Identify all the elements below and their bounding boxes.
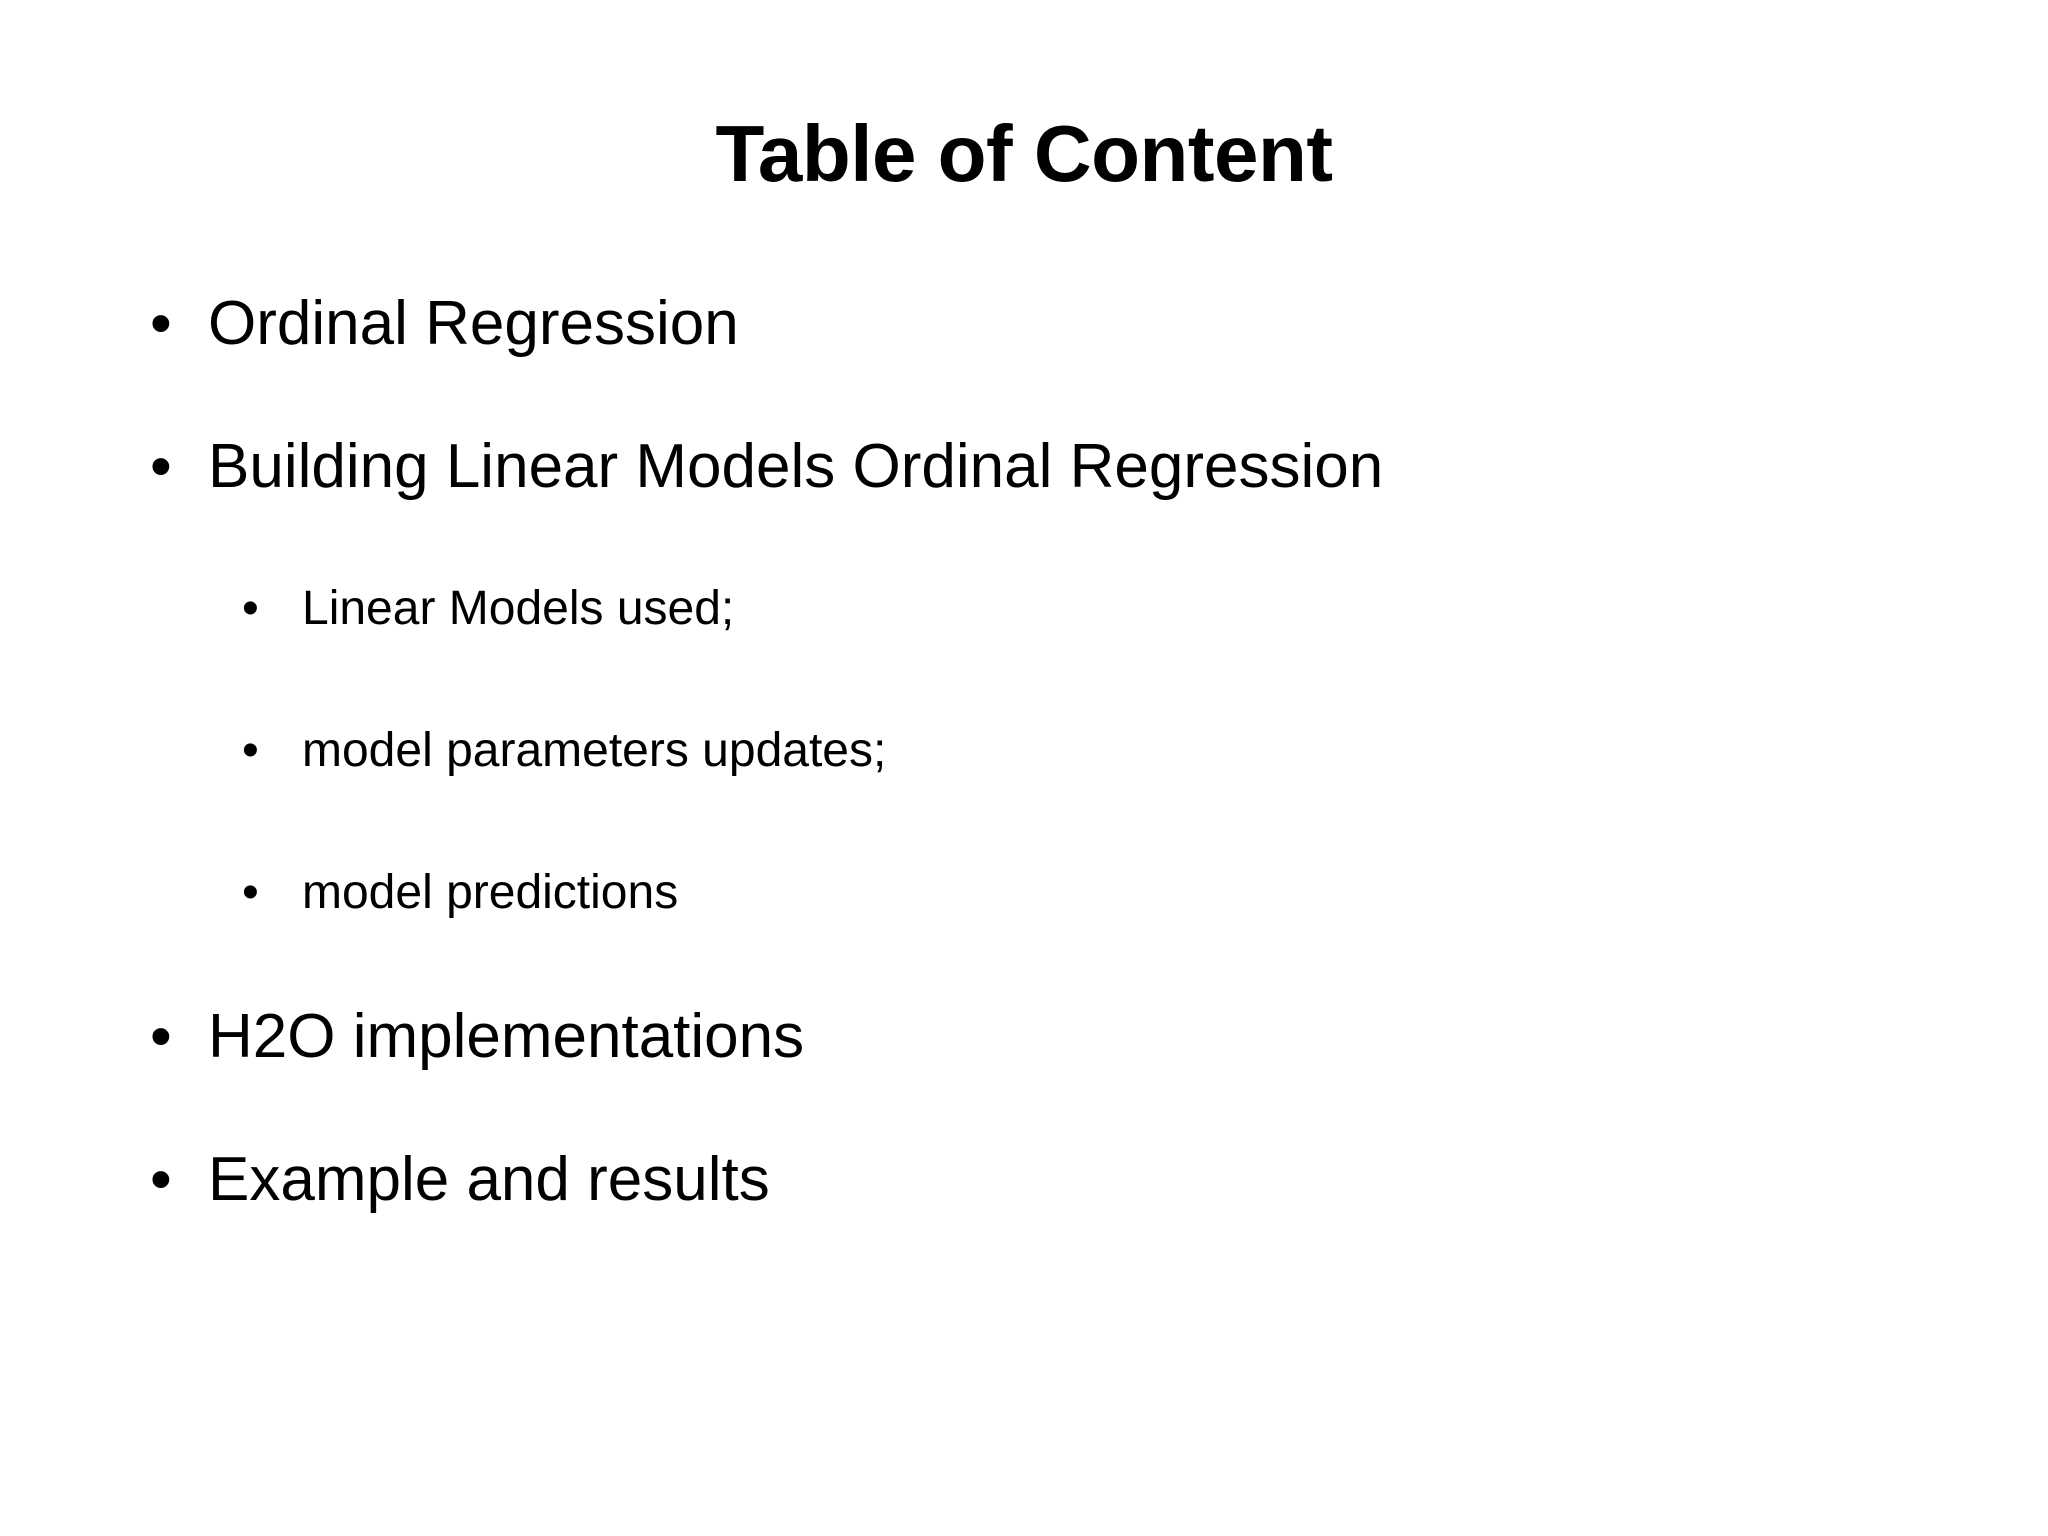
bullet-icon: • [242,723,259,777]
list-item-label: Building Linear Models Ordinal Regressio… [208,432,1384,502]
sub-list-item[interactable]: • Linear Models used; [242,575,1950,643]
list-item[interactable]: • Building Linear Models Ordinal Regress… [150,431,1950,502]
bullet-icon: • [150,1002,172,1072]
bullet-icon: • [242,865,259,919]
table-of-contents-list: • Ordinal Regression • Building Linear M… [150,288,1950,1216]
page-title: Table of Content [715,108,1333,198]
sub-list-item-label: model parameters updates; [302,723,887,777]
bullet-icon: • [150,432,172,502]
list-item-label: Example and results [208,1145,770,1215]
list-item-label: Ordinal Regression [208,289,739,358]
list-item-label: H2O implementations [208,1002,805,1072]
sub-list-item[interactable]: • model predictions [242,859,1950,927]
bullet-icon: • [242,581,259,635]
list-item[interactable]: • Example and results [150,1144,1950,1215]
sub-list-item-label: Linear Models used; [302,581,735,635]
sub-list-item[interactable]: • model parameters updates; [242,717,1950,785]
list-item[interactable]: • Ordinal Regression [150,288,1950,359]
list-item[interactable]: • H2O implementations [150,1001,1950,1072]
bullet-icon: • [150,1145,172,1215]
bullet-icon: • [150,289,172,358]
sub-list-item-label: model predictions [302,865,679,919]
